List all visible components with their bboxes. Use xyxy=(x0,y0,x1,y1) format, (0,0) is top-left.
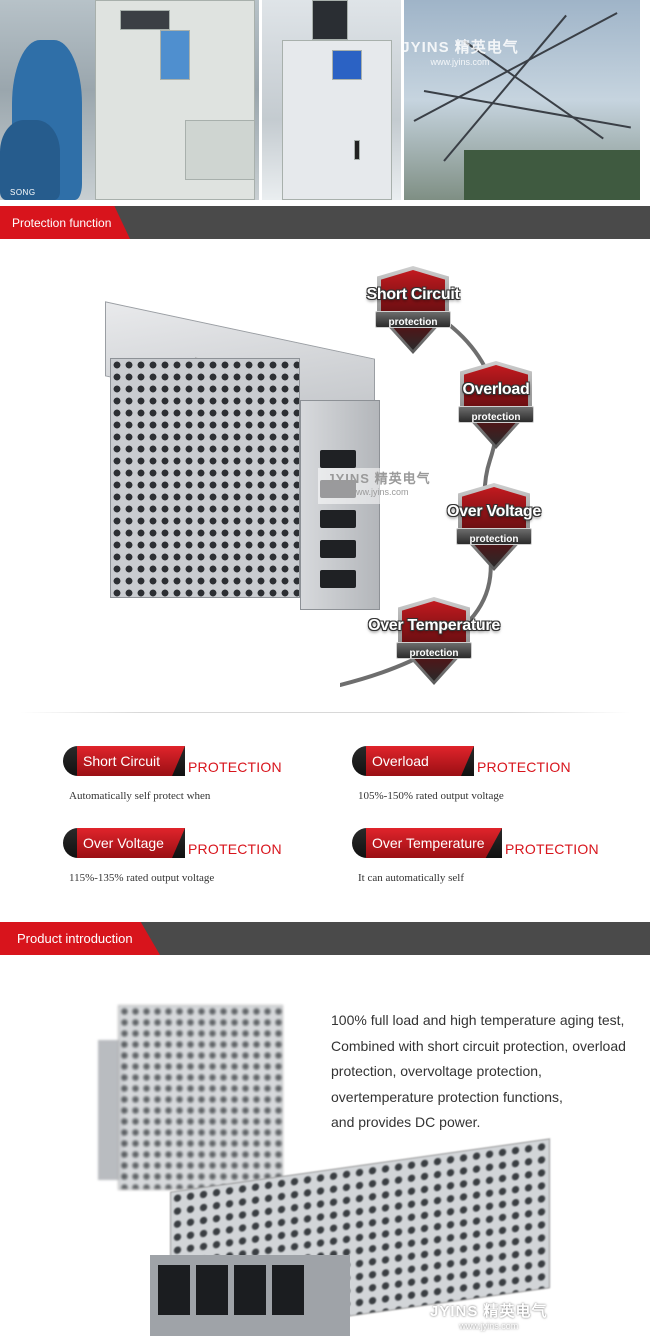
protection-item-over-temperature: Over Temperature PROTECTION It can autom… xyxy=(352,828,622,888)
badge-short-circuit: Short Circuit protection xyxy=(353,266,473,354)
shield-icon xyxy=(464,365,528,445)
badge-over-temperature: Over Temperature protection xyxy=(368,597,500,685)
radar-dish-photo xyxy=(404,0,640,200)
shield-icon xyxy=(402,601,466,681)
shield-icon xyxy=(381,270,445,350)
section-tab: Protection function xyxy=(0,206,130,239)
shield-icon xyxy=(462,487,526,567)
power-supply-image xyxy=(105,301,380,620)
top-watermark: JYINS 精英电气 www.jyins.com xyxy=(401,39,519,67)
machine-photo xyxy=(262,0,401,200)
badge-overload: Overload protection xyxy=(436,361,556,449)
image-watermark: JYINS 精英电气 www.jyins.com xyxy=(318,468,440,504)
badge-over-voltage: Over Voltage protection xyxy=(434,483,554,571)
photo-caption: SONG xyxy=(10,188,36,197)
section-title: Protection function xyxy=(12,215,112,230)
protection-item-short-circuit: Short Circuit PROTECTION Automatically s… xyxy=(63,746,353,806)
section-title: Product introduction xyxy=(17,931,133,946)
section-bar-product: Product introduction xyxy=(0,922,650,955)
section-tab: Product introduction xyxy=(0,922,160,955)
power-supply-image-small xyxy=(98,1000,283,1190)
protection-item-over-voltage: Over Voltage PROTECTION 115%-135% rated … xyxy=(63,828,353,888)
divider xyxy=(20,712,630,713)
product-description: 100% full load and high temperature agin… xyxy=(331,1012,626,1130)
control-room-photo: SONG xyxy=(0,0,259,200)
photo-strip: SONG JYINS 精英电气 www.jyins.com xyxy=(0,0,650,203)
bottom-watermark: JYINS 精英电气 www.jyins.com xyxy=(430,1303,548,1331)
protection-item-overload: Overload PROTECTION 105%-150% rated outp… xyxy=(352,746,642,806)
power-supply-image-large xyxy=(150,1138,550,1336)
section-bar-protection: Protection function xyxy=(0,206,650,239)
